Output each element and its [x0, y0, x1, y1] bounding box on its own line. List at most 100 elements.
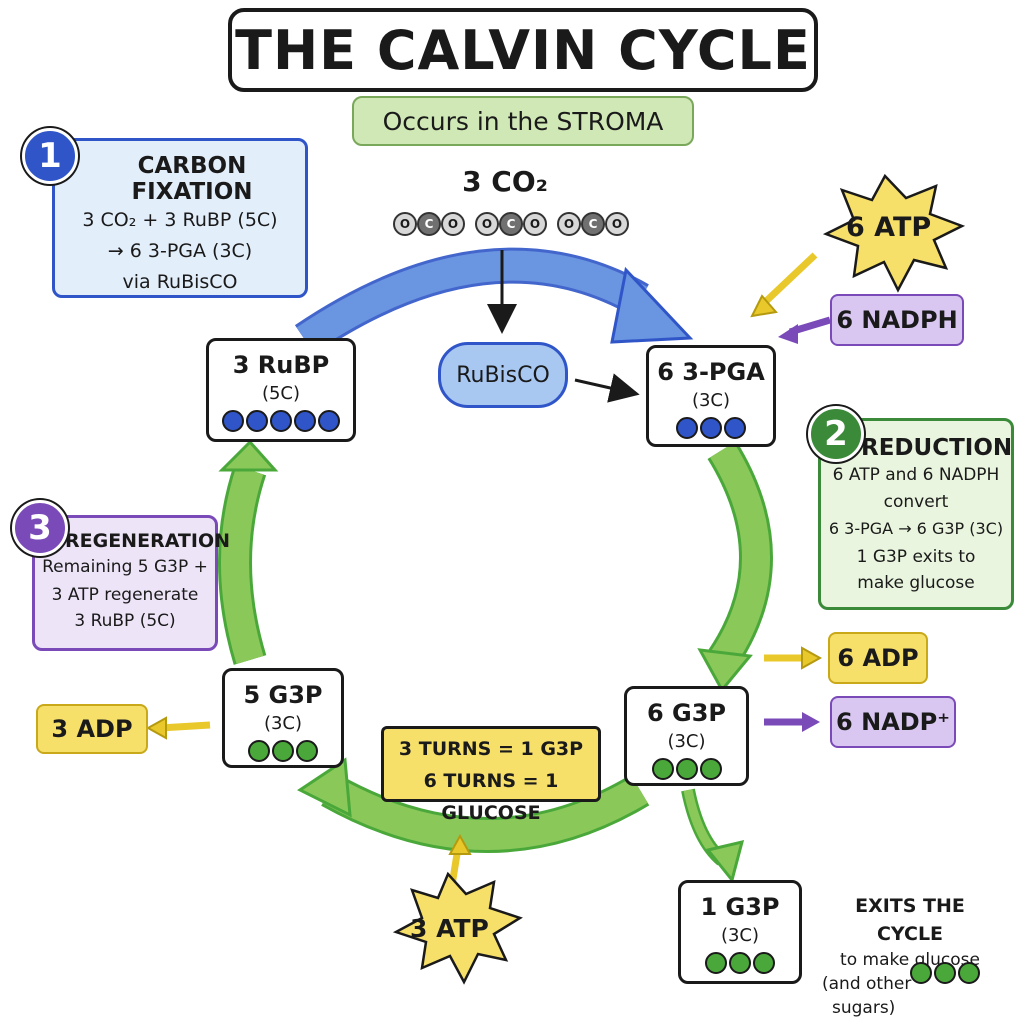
stage-regeneration-heading: REGENERATION [65, 530, 231, 552]
node-g3p5-dots [225, 740, 341, 762]
carbon-atom: C [499, 212, 523, 236]
carbon-dot [699, 758, 722, 780]
node-g3p1-name: 1 G3P [700, 893, 780, 921]
node-g3p1-dots [681, 952, 799, 974]
node-g3p6-carbons: (3C) [667, 731, 706, 752]
reduction-arc-fill [710, 442, 770, 668]
carbon-dot [222, 410, 244, 432]
stage-fixation-heading: CARBON FIXATION [131, 153, 253, 205]
stage-reduction-line-3: 6 3-PGA → 6 G3P (3C) [828, 519, 1004, 538]
atp3-label: 3 ATP [410, 914, 489, 943]
nadp6-tag: 6 NADP⁺ [830, 696, 956, 748]
node-g3p1: 1 G3P (3C) [678, 880, 802, 984]
carbon-dot [934, 962, 956, 984]
carbon-atom: C [581, 212, 605, 236]
regeneration-arc-fill [221, 465, 264, 665]
node-rubp-name: 3 RuBP [232, 351, 330, 379]
node-g3p5-carbons: (3C) [263, 713, 303, 734]
carbon-dot [753, 952, 775, 974]
exit-line-2: (and other [822, 974, 912, 994]
carbon-dot [705, 952, 727, 974]
oxygen-atom: O [605, 212, 629, 236]
rubisco-enzyme: RuBisCO [438, 342, 568, 408]
carbon-dot [272, 740, 294, 762]
stage-regeneration-number: 3 [12, 500, 68, 556]
carbon-dot [729, 952, 751, 974]
oxygen-atom: O [557, 212, 581, 236]
stage-reduction-line-2: convert [883, 492, 949, 512]
atp3-burst [392, 871, 523, 985]
stage-fixation-line-3: via RuBisCO [122, 271, 238, 293]
turns-line-1: 3 TURNS = 1 G3P [398, 738, 584, 760]
carbon-atom: C [417, 212, 441, 236]
stage-reduction-line-4: 1 G3P exits to [856, 547, 976, 567]
node-3pga-carbons: (3C) [691, 390, 731, 411]
turns-line-2: 6 TURNS = 1 GLUCOSE [423, 770, 559, 824]
exit-info: EXITS THE CYCLE to make glucose (and oth… [820, 892, 1000, 1020]
stage-regeneration-line-1: Remaining 5 G3P + [42, 557, 208, 577]
carbon-dot [676, 417, 698, 439]
carbon-dot [270, 410, 292, 432]
carbon-dot [675, 758, 698, 780]
carbon-dot [910, 962, 932, 984]
oxygen-atom: O [475, 212, 499, 236]
atp6-burst [822, 173, 966, 293]
node-g3p6: 6 G3P (3C) [624, 686, 749, 786]
stage-fixation-line-1: 3 CO₂ + 3 RuBP (5C) [82, 209, 278, 231]
node-g3p5: 5 G3P (3C) [222, 668, 344, 768]
regeneration-arrowhead [218, 439, 279, 472]
node-rubp: 3 RuBP (5C) [206, 338, 356, 442]
carbon-dot [318, 410, 340, 432]
oxygen-atom: O [523, 212, 547, 236]
exit-dots [910, 962, 980, 984]
stage-regeneration-line-2: 3 ATP regenerate [51, 585, 199, 605]
stage-fixation-number: 1 [22, 128, 78, 184]
stage-fixation-line-2: → 6 3-PGA (3C) [107, 240, 253, 262]
co2-label: 3 CO₂ [462, 165, 548, 198]
stage-fixation-box: CARBON FIXATION 3 CO₂ + 3 RuBP (5C) → 6 … [52, 138, 308, 298]
stage-reduction-heading: REDUCTION [861, 435, 1013, 461]
fixation-arc-fill [296, 250, 648, 353]
carbon-dot [958, 962, 980, 984]
page-title: THE CALVIN CYCLE [235, 18, 811, 82]
carbon-dot [700, 417, 722, 439]
carbon-dot [294, 410, 316, 432]
exit-heading: EXITS THE CYCLE [855, 895, 965, 945]
stage-regeneration-line-3: 3 RuBP (5C) [74, 611, 176, 631]
atp6-label: 6 ATP [846, 212, 932, 243]
node-g3p6-dots [627, 758, 746, 780]
node-g3p6-name: 6 G3P [646, 699, 727, 727]
stage-reduction-number: 2 [808, 406, 864, 462]
stage-reduction-line-1: 6 ATP and 6 NADPH [832, 465, 1000, 485]
turns-box: 3 TURNS = 1 G3P 6 TURNS = 1 GLUCOSE [381, 726, 601, 824]
oxygen-atom: O [393, 212, 417, 236]
nadph6-tag: 6 NADPH [830, 294, 964, 346]
carbon-dot [296, 740, 318, 762]
node-3pga-name: 6 3-PGA [657, 358, 765, 386]
node-g3p1-carbons: (3C) [720, 925, 760, 946]
carbon-dot [651, 758, 674, 780]
adp3-tag: 3 ADP [36, 704, 148, 754]
subtitle-badge: Occurs in the STROMA [352, 96, 694, 146]
node-rubp-carbons: (5C) [261, 383, 301, 404]
node-rubp-dots [209, 410, 353, 432]
carbon-dot [724, 417, 746, 439]
carbon-dot [246, 410, 268, 432]
oxygen-atom: O [441, 212, 465, 236]
atp6-arrow [759, 252, 818, 308]
bottom-arc-fill [322, 776, 648, 850]
stage-reduction-box: REDUCTION 6 ATP and 6 NADPH convert 6 3-… [818, 418, 1014, 610]
node-3pga: 6 3-PGA (3C) [646, 345, 776, 447]
node-g3p5-name: 5 G3P [243, 681, 323, 709]
title-box: THE CALVIN CYCLE [228, 8, 818, 92]
exit-arrowhead [705, 839, 745, 884]
reduction-arrowhead [697, 648, 753, 693]
node-3pga-dots [649, 417, 773, 439]
stage-reduction-line-5: make glucose [857, 573, 975, 593]
carbon-dot [248, 740, 270, 762]
